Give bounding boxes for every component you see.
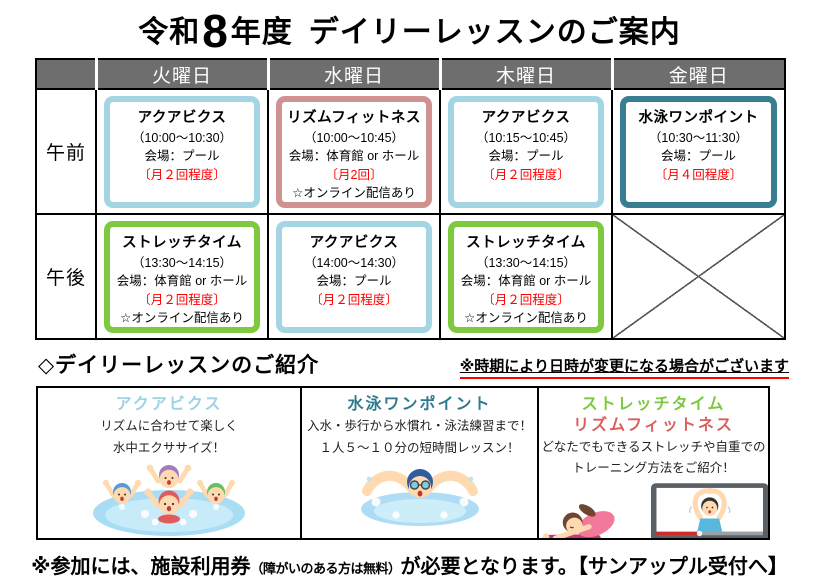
- card-description-line: １人５～１０分の短時間レッスン！: [319, 440, 520, 455]
- card-description-line: どなたでもできるストレッチや自重での: [541, 439, 766, 454]
- schedule-change-notice: ※時期により日時が変更になる場合がございます: [459, 358, 789, 379]
- lesson-time: （10:15～10:45）: [475, 130, 577, 145]
- butterfly-swimmer-illustration: [302, 461, 537, 529]
- cell-am-tuesday: アクアビクス （10:00～10:30） 会場：プール 〔月２回程度〕: [95, 88, 269, 215]
- participation-note-main: ※参加には、施設利用券: [31, 556, 251, 578]
- lesson-name: アクアビクス: [309, 234, 399, 251]
- lesson-frequency: 〔月２回程度〕: [482, 167, 570, 182]
- lesson-time: （14:00～14:30）: [303, 255, 405, 270]
- lesson-venue: 会場：体育館 or ホール: [460, 274, 592, 289]
- lesson-name: アクアビクス: [137, 109, 227, 126]
- lesson-note: ☆オンライン配信あり: [120, 311, 244, 326]
- stretching-person-illustration: [542, 504, 615, 538]
- lesson-card-stretch-time-thu-pm: ストレッチタイム （13:30～14:15） 会場：体育館 or ホール 〔月２…: [448, 220, 604, 333]
- page-title: 令和8年度デイリーレッスンのご案内: [0, 8, 819, 54]
- intro-section-heading: ◇デイリーレッスンのご紹介: [38, 354, 320, 377]
- title-main: デイリーレッスンのご案内: [308, 16, 681, 49]
- card-title-aquabics: アクアビクス: [115, 396, 223, 413]
- lesson-card-aquabics-thu-am: アクアビクス （10:15～10:45） 会場：プール 〔月２回程度〕: [448, 95, 604, 208]
- aqua-aerobics-illustration-svg: [93, 464, 245, 536]
- lesson-name: 水泳ワンポイント: [638, 109, 759, 126]
- day-header-tuesday: 火曜日: [94, 58, 269, 90]
- card-swim-one-point: 水泳ワンポイント 入水・歩行から水慣れ・泳法練習まで！ １人５～１０分の短時間レ…: [300, 388, 537, 538]
- lesson-card-aquabics-tue-am: アクアビクス （10:00～10:30） 会場：プール 〔月２回程度〕: [104, 95, 260, 208]
- row-label-am: 午前: [35, 88, 97, 215]
- cell-am-thursday: アクアビクス （10:15～10:45） 会場：プール 〔月２回程度〕: [439, 88, 613, 215]
- exercise-video-player-illustration: [650, 483, 768, 538]
- lesson-time: （13:30～14:15）: [131, 255, 233, 270]
- lesson-time: （10:00～10:45）: [303, 130, 405, 145]
- lesson-time: （10:30～11:30）: [648, 130, 749, 145]
- cell-pm-thursday: ストレッチタイム （13:30～14:15） 会場：体育館 or ホール 〔月２…: [439, 213, 613, 340]
- title-era: 令和: [138, 16, 201, 49]
- lesson-time: （13:30～14:15）: [475, 255, 577, 270]
- cell-pm-tuesday: ストレッチタイム （13:30～14:15） 会場：体育館 or ホール 〔月２…: [95, 213, 269, 340]
- card-title-stretch-time: ストレッチタイム: [581, 396, 726, 413]
- crossed-out-mark: [613, 215, 784, 338]
- stretch-illustration-row: [539, 483, 768, 538]
- day-header-friday: 金曜日: [610, 58, 786, 90]
- lesson-venue: 会場：プール: [144, 149, 220, 164]
- lesson-frequency: 〔月２回程度〕: [138, 167, 226, 182]
- lesson-name: リズムフィットネス: [287, 109, 421, 126]
- title-nendo: 年度: [230, 16, 293, 49]
- lesson-name: ストレッチタイム: [122, 234, 242, 251]
- lesson-time: （10:00～10:30）: [131, 130, 233, 145]
- morning-row: 午前 アクアビクス （10:00～10:30） 会場：プール 〔月２回程度〕 リ…: [35, 88, 786, 215]
- lesson-card-swim-one-point-fri-am: 水泳ワンポイント （10:30～11:30） 会場：プール 〔月４回程度〕: [620, 95, 777, 208]
- lesson-note: ☆オンライン配信あり: [292, 186, 416, 201]
- row-label-pm: 午後: [35, 213, 97, 340]
- lesson-frequency: 〔月２回程度〕: [310, 292, 398, 307]
- participation-note-main: が必要となります。【サンアップル受付へ】: [400, 556, 788, 578]
- participation-note: ※参加には、施設利用券（障がいのある方は無料）が必要となります。【サンアップル受…: [0, 550, 819, 579]
- butterfly-swimmer-illustration-svg: [360, 468, 479, 526]
- card-title-swim-one-point: 水泳ワンポイント: [347, 396, 492, 413]
- lesson-venue: 会場：体育館 or ホール: [116, 274, 248, 289]
- intro-heading-row: ◇デイリーレッスンのご紹介 ※時期により日時が変更になる場合がございます: [38, 349, 789, 379]
- lesson-venue: 会場：体育館 or ホール: [288, 149, 420, 164]
- lesson-card-rhythm-fitness-wed-am: リズムフィットネス （10:00～10:45） 会場：体育館 or ホール 〔月…: [276, 95, 432, 208]
- lesson-name: アクアビクス: [481, 109, 571, 126]
- lesson-intro-table: アクアビクス リズムに合わせて楽しく 水中エクササイズ！: [36, 386, 770, 540]
- lesson-venue: 会場：プール: [660, 149, 736, 164]
- lesson-frequency: 〔月４回程度〕: [654, 167, 743, 182]
- weekly-schedule-table: 火曜日 水曜日 木曜日 金曜日 午前 アクアビクス （10:00～10:30） …: [35, 58, 786, 340]
- card-description-line: 水中エクササイズ！: [112, 440, 226, 455]
- card-description-line: 入水・歩行から水慣れ・泳法練習まで！: [306, 418, 532, 433]
- aqua-aerobics-illustration: [38, 461, 300, 537]
- title-year: 8: [202, 5, 229, 57]
- corner-cell: [35, 58, 97, 90]
- participation-note-small: （障がいのある方は無料）: [250, 561, 402, 576]
- lesson-frequency: 〔月2回〕: [325, 167, 383, 182]
- card-description-line: トレーニング方法をご紹介！: [572, 461, 735, 476]
- lesson-frequency: 〔月２回程度〕: [138, 292, 226, 307]
- card-description-line: リズムに合わせて楽しく: [100, 418, 238, 433]
- card-title-rhythm-fitness: リズムフィットネス: [573, 416, 734, 434]
- lesson-card-stretch-time-tue-pm: ストレッチタイム （13:30～14:15） 会場：体育館 or ホール 〔月２…: [104, 220, 260, 333]
- afternoon-row: 午後 ストレッチタイム （13:30～14:15） 会場：体育館 or ホール …: [35, 213, 786, 340]
- card-aquabics: アクアビクス リズムに合わせて楽しく 水中エクササイズ！: [38, 388, 300, 538]
- lesson-card-aquabics-wed-pm: アクアビクス （14:00～14:30） 会場：プール 〔月２回程度〕: [276, 220, 432, 333]
- lesson-note: ☆オンライン配信あり: [464, 311, 588, 326]
- card-stretch-rhythm: ストレッチタイム リズムフィットネス どなたでもできるストレッチや自重での トレ…: [537, 388, 768, 538]
- day-header-thursday: 木曜日: [438, 58, 613, 90]
- cell-pm-friday-no-lesson: [611, 213, 786, 340]
- lesson-frequency: 〔月２回程度〕: [482, 292, 570, 307]
- day-header-row: 火曜日 水曜日 木曜日 金曜日: [35, 58, 786, 90]
- day-header-wednesday: 水曜日: [266, 58, 441, 90]
- cell-pm-wednesday: アクアビクス （14:00～14:30） 会場：プール 〔月２回程度〕: [267, 213, 441, 340]
- cell-am-friday: 水泳ワンポイント （10:30～11:30） 会場：プール 〔月４回程度〕: [611, 88, 786, 215]
- lesson-name: ストレッチタイム: [466, 234, 586, 251]
- lesson-venue: 会場：プール: [316, 274, 392, 289]
- cell-am-wednesday: リズムフィットネス （10:00～10:45） 会場：体育館 or ホール 〔月…: [267, 88, 441, 215]
- lesson-venue: 会場：プール: [488, 149, 564, 164]
